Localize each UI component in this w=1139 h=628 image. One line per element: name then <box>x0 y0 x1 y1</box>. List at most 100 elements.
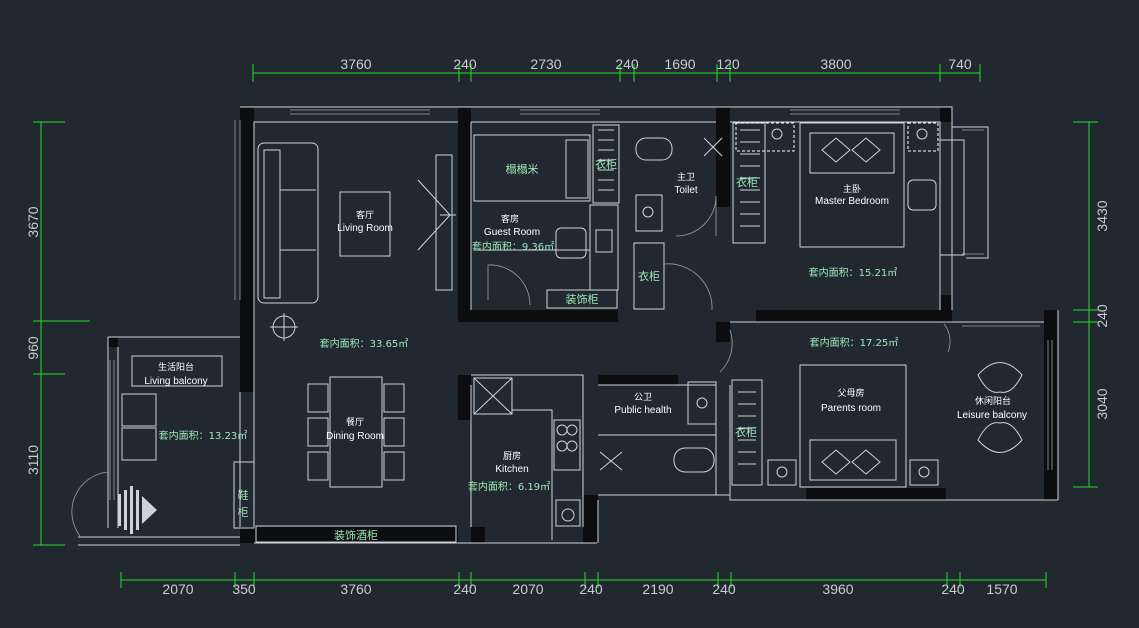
washing-machine <box>121 393 157 461</box>
master-bed <box>799 122 905 248</box>
dim-right-1: 3430 <box>1094 200 1110 231</box>
furniture-labels: 衣柜 衣柜 衣柜 衣柜 装饰柜 装饰酒柜 鞋 柜 <box>238 157 759 542</box>
windows <box>109 109 1053 500</box>
guest-room-en: Guest Room <box>484 227 540 238</box>
public-health-en: Public health <box>614 405 671 416</box>
dim-bottom-10: 240 <box>941 581 965 597</box>
master-bedroom-en: Master Bedroom <box>815 196 889 207</box>
entrance-door-swing <box>71 471 109 537</box>
shoe-cabinet-label-1: 鞋 <box>238 488 249 502</box>
living-balcony-en: Living balcony <box>144 376 207 387</box>
toilet-en: Toilet <box>674 185 698 196</box>
toilet-cn: 主卫 <box>677 171 695 183</box>
tatami <box>473 134 591 202</box>
bottom-dimensions: 2070 350 3760 240 2070 240 2190 240 3960… <box>162 581 1017 597</box>
dim-right-3: 3040 <box>1094 388 1110 419</box>
parents-room-en: Parents room <box>821 403 881 414</box>
right-dimensions: 3430 240 3040 <box>1094 200 1110 419</box>
living-balcony-cn: 生活阳台 <box>158 361 194 373</box>
room-labels: 客厅 Living Room 套内面积：33.65㎡ 榻榻米 客房 Guest … <box>144 162 1027 493</box>
tatami-label: 榻榻米 <box>506 162 539 176</box>
dim-top-5: 1690 <box>664 56 695 72</box>
shoe-cabinet <box>233 461 255 529</box>
plant <box>270 313 298 341</box>
parents-door-swing <box>943 323 951 353</box>
dim-top-8: 740 <box>948 56 972 72</box>
dim-top-6: 120 <box>716 56 740 72</box>
dim-top-2: 240 <box>453 56 477 72</box>
living-room-cn: 客厅 <box>356 209 374 221</box>
guest-room-cn: 客房 <box>501 213 519 225</box>
dim-top-3: 2730 <box>530 56 561 72</box>
shoe-cabinet-label-2: 柜 <box>238 506 249 519</box>
parents-wardrobe-label: 衣柜 <box>735 425 757 439</box>
lamp-icon <box>771 128 783 140</box>
wall-outlines <box>78 106 1059 546</box>
ac-unit-right <box>907 122 939 152</box>
master-desk <box>907 139 965 256</box>
living-room-en: Living Room <box>337 223 393 234</box>
guest-decor-cabinet-label: 装饰柜 <box>566 292 599 306</box>
kitchen-area: 套内面积：6.19㎡ <box>468 480 550 493</box>
dimension-lines <box>33 64 1098 588</box>
dining-table <box>307 376 405 488</box>
kitchen-counter <box>473 377 581 540</box>
dining-room-cn: 餐厅 <box>346 416 364 428</box>
left-dimensions: 3670 960 3110 <box>25 206 41 475</box>
balcony-cabinet <box>131 355 223 387</box>
top-dimensions: 3760 240 2730 240 1690 120 3800 740 <box>340 56 971 72</box>
public-bathroom-fixtures <box>598 381 717 473</box>
wine-cabinet-label: 装饰酒柜 <box>334 528 378 542</box>
leisure-balcony-en: Leisure balcony <box>957 410 1027 421</box>
parents-bed <box>767 364 939 488</box>
sofa <box>257 142 319 304</box>
coffee-table <box>339 191 391 257</box>
dim-bottom-3: 3760 <box>340 581 371 597</box>
dim-right-2: 240 <box>1094 304 1110 328</box>
tv-cabinet <box>417 154 456 291</box>
kitchen-en: Kitchen <box>495 464 528 475</box>
dim-left-3: 3110 <box>25 445 41 475</box>
master-wardrobe-label: 衣柜 <box>736 175 758 189</box>
dim-bottom-4: 240 <box>453 581 477 597</box>
master-toilet-fixtures <box>635 137 723 232</box>
dim-bottom-11: 1570 <box>986 581 1017 597</box>
leisure-chairs <box>977 362 1023 453</box>
leisure-balcony-cn: 休闲阳台 <box>975 395 1011 407</box>
dim-bottom-6: 240 <box>579 581 603 597</box>
toilet-door-swing <box>675 195 717 237</box>
parents-wardrobe <box>731 379 763 486</box>
dim-bottom-5: 2070 <box>512 581 543 597</box>
guest-wardrobe <box>592 124 620 204</box>
wine-cabinet <box>255 525 457 543</box>
dim-bottom-1: 2070 <box>162 581 193 597</box>
ac-unit-left <box>735 122 795 152</box>
dim-bottom-7: 2190 <box>642 581 673 597</box>
dining-room-en: Dining Room <box>326 431 384 442</box>
dim-bottom-8: 240 <box>712 581 736 597</box>
living-room-area: 套内面积：33.65㎡ <box>320 337 409 350</box>
master-bedroom-area: 套内面积：15.21㎡ <box>809 266 898 279</box>
lamp-icon-2 <box>916 128 928 140</box>
dim-top-1: 3760 <box>340 56 371 72</box>
entrance-arrow-icon <box>118 486 157 534</box>
dim-bottom-9: 3960 <box>822 581 853 597</box>
guest-decor-cabinet <box>546 289 618 309</box>
master-bedroom-cn: 主卧 <box>843 183 861 195</box>
public-health-cn: 公卫 <box>634 392 652 403</box>
guest-door-swing <box>487 264 531 306</box>
kitchen-cn: 厨房 <box>503 450 521 462</box>
public-door-swing <box>719 329 733 373</box>
guest-room-area: 套内面积：9.36㎡ <box>472 240 554 253</box>
hall-wardrobe <box>633 242 713 311</box>
living-balcony-area: 套内面积：13.23㎡ <box>159 429 248 442</box>
hall-wardrobe-label: 衣柜 <box>638 269 660 283</box>
dim-top-4: 240 <box>615 56 639 72</box>
walls <box>108 107 1058 543</box>
parents-room-area: 套内面积：17.25㎡ <box>810 336 899 349</box>
dim-bottom-2: 350 <box>232 581 256 597</box>
dim-left-2: 960 <box>25 336 41 360</box>
parents-room-cn: 父母房 <box>837 387 864 399</box>
guest-wardrobe-label: 衣柜 <box>595 157 617 171</box>
